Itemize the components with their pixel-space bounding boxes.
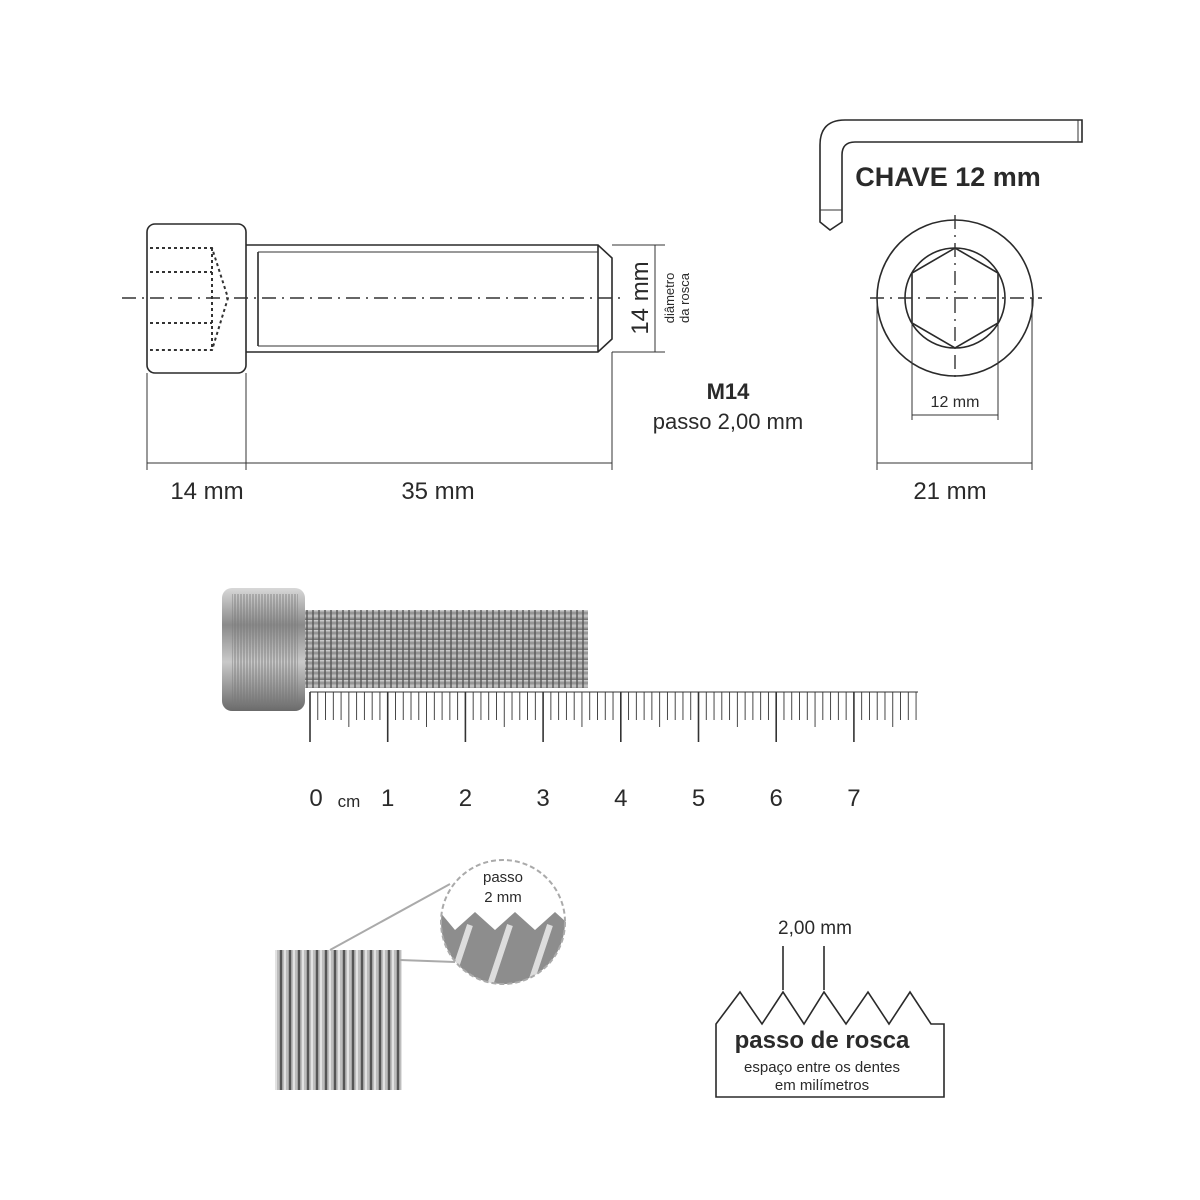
pitch-subtitle-2: em milímetros — [775, 1077, 869, 1094]
pitch-value: 2,00 mm — [778, 918, 852, 939]
ruler-label: 5 — [692, 785, 705, 812]
thread-pitch: passo 2,00 mm — [653, 409, 803, 434]
ruler-label: 2 — [459, 785, 472, 812]
ruler-label: 3 — [536, 785, 549, 812]
head-diameter-label: 21 mm — [913, 478, 986, 505]
pitch-title: passo de rosca — [735, 1027, 910, 1054]
pitch-subtitle-1: espaço entre os dentes — [744, 1059, 900, 1076]
ruler-label: 6 — [770, 785, 783, 812]
hex-key-drawing: CHAVE 12 mm — [819, 119, 1083, 231]
thread-diameter-caption-2: da rosca — [677, 272, 692, 323]
bolt-side-drawing: 14 mm 35 mm 14 mm diâmetro da rosca M14 … — [122, 223, 803, 505]
ruler-labels: cm 0 1 2 3 4 5 6 7 — [309, 785, 860, 812]
pitch-diagram: 2,00 mm passo de rosca espaço entre os d… — [715, 918, 945, 1098]
thread-spec: M14 — [707, 379, 751, 404]
bolt-photo — [222, 588, 588, 711]
key-size-label: CHAVE 12 mm — [855, 162, 1041, 192]
socket-size-label: 12 mm — [931, 394, 980, 411]
thread-diameter-caption-1: diâmetro — [662, 273, 677, 324]
callout-line-1: passo — [483, 869, 523, 886]
ruler-label: 7 — [847, 785, 860, 812]
ruler-label: 4 — [614, 785, 627, 812]
ruler-label: 0 — [309, 785, 322, 812]
callout-line-2: 2 mm — [484, 889, 522, 906]
ruler-unit: cm — [338, 792, 361, 811]
head-length-label: 14 mm — [170, 478, 243, 505]
ruler-label: 1 — [381, 785, 394, 812]
thread-diameter-label: 14 mm — [627, 261, 654, 334]
head-top-view: 12 mm 21 mm — [870, 215, 1042, 505]
thread-closeup: passo 2 mm — [275, 859, 566, 1090]
shank-length-label: 35 mm — [401, 478, 474, 505]
ruler — [309, 691, 918, 742]
